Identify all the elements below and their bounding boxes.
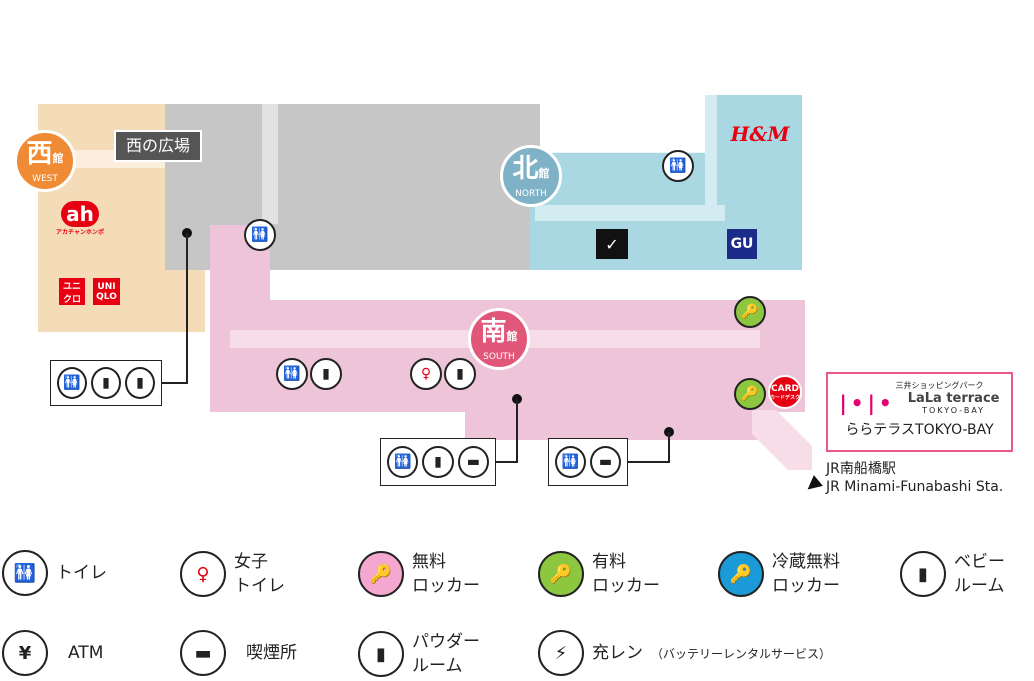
uniqlo-en-logo: UNI QLO — [93, 278, 120, 305]
toilet-icon: 🚻 — [662, 150, 694, 182]
legend-label: 喫煙所 — [246, 643, 297, 663]
south-west-wing — [210, 225, 270, 385]
legend-paid-locker: 🔑有料 ロッカー — [538, 550, 660, 598]
toilet-icon: 🚻 — [276, 358, 308, 390]
legend-sub: （バッテリーレンタルサービス） — [651, 646, 832, 661]
lala-name: ららテラスTOKYO-BAY — [845, 422, 994, 438]
legend-toilet: 🚻 トイレ — [2, 550, 107, 596]
legend-powder-room: ▮パウダー ルーム — [358, 630, 480, 678]
west-en: WEST — [32, 174, 58, 184]
station-en: JR Minami-Funabashi Sta. — [826, 479, 1004, 495]
lala-brand: LaLa terrace — [907, 391, 1000, 406]
legend-smoking: ▬ 喫煙所 — [180, 630, 297, 676]
south-lower-area — [465, 380, 765, 440]
lala-top: 三井ショッピングパーク — [895, 381, 984, 390]
toilet-icon: 🚻 — [244, 219, 276, 251]
south-kan: 館 — [506, 330, 518, 343]
legend-label: 充レン — [592, 643, 643, 663]
callout-line — [668, 432, 670, 462]
north-kanji: 北 — [512, 154, 539, 184]
toilet-icon: 🚻 — [387, 446, 419, 478]
station-label: JR南船橋駅 JR Minami-Funabashi Sta. — [826, 460, 1003, 496]
legend-baby-room: ▮ベビー ルーム — [900, 550, 1005, 598]
akachan-logo-text: ah — [61, 200, 99, 227]
station-path — [752, 410, 812, 470]
legend-label: 無料 ロッカー — [412, 552, 480, 596]
powder-room-icon: ▮ — [358, 631, 404, 677]
refrigerated-locker-icon: 🔑 — [718, 551, 764, 597]
west-plaza-label: 西の広場 — [114, 130, 202, 162]
facility-box-south: 🚻▮▬ — [380, 438, 496, 486]
legend-label: 冷蔵無料 ロッカー — [772, 552, 840, 596]
nike-logo: ✓ — [596, 229, 628, 259]
paid-locker-icon: 🔑 — [734, 296, 766, 328]
toilet-icon: 🚻 — [2, 550, 48, 596]
facility-box-southeast: 🚻▬ — [548, 438, 628, 486]
legend-label: パウダー ルーム — [412, 632, 480, 676]
station-arrow-icon — [803, 475, 823, 495]
legend-label: トイレ — [56, 563, 107, 583]
lala-logo-icon: |•|• — [839, 391, 896, 415]
battery-icon: ⚡ — [538, 630, 584, 676]
toilet-icon: 🚻 — [57, 367, 87, 399]
north-corridor — [535, 205, 725, 221]
west-kan: 館 — [52, 152, 64, 165]
south-kanji: 南 — [480, 317, 507, 347]
callout-line — [626, 461, 670, 463]
callout-line — [516, 399, 518, 462]
facility-box-west: 🚻▮▮ — [50, 360, 162, 406]
callout-line — [495, 461, 518, 463]
callout-line — [160, 382, 188, 384]
womens-toilet-icon: ♀ — [410, 358, 442, 390]
gray-corridor — [262, 104, 278, 224]
south-en: SOUTH — [483, 352, 515, 362]
north-en: NORTH — [515, 189, 547, 199]
west-building-badge: 西館 WEST — [14, 130, 76, 192]
paid-locker-icon: 🔑 — [734, 378, 766, 410]
baby-room-icon: ▮ — [91, 367, 121, 399]
south-building-badge: 南館 SOUTH — [468, 308, 530, 370]
callout-line — [186, 233, 188, 383]
powder-room-icon: ▮ — [125, 367, 155, 399]
baby-room-icon: ▮ — [900, 551, 946, 597]
legend-fridge-locker: 🔑冷蔵無料 ロッカー — [718, 550, 840, 598]
smoking-icon: ▬ — [180, 630, 226, 676]
gu-logo: GU — [727, 229, 757, 259]
legend-atm: ¥ ATM — [2, 630, 103, 676]
womens-toilet-icon: ♀ — [180, 551, 226, 597]
atm-icon: ¥ — [2, 630, 48, 676]
smoking-icon: ▬ — [590, 446, 621, 478]
card-sub: カードデスク — [770, 394, 801, 401]
card-text: CARD — [771, 383, 799, 394]
powder-room-icon: ▮ — [310, 358, 342, 390]
powder-room-icon: ▮ — [444, 358, 476, 390]
north-kan: 館 — [538, 167, 550, 180]
uniqlo-jp-logo: ユニ クロ — [59, 278, 85, 305]
baby-room-icon: ▮ — [422, 446, 454, 478]
north-building-badge: 北館 NORTH — [500, 145, 562, 207]
north-corridor-vertical — [705, 95, 717, 220]
paid-locker-icon: 🔑 — [538, 551, 584, 597]
legend-free-locker: 🔑無料 ロッカー — [358, 550, 480, 598]
legend-label: ベビー ルーム — [954, 552, 1005, 596]
legend-womens-toilet: ♀女子 トイレ — [180, 550, 285, 598]
toilet-icon: 🚻 — [555, 446, 586, 478]
legend-label: 有料 ロッカー — [592, 552, 660, 596]
legend-label: ATM — [68, 643, 104, 663]
smoking-icon: ▬ — [457, 446, 489, 478]
legend-battery: ⚡ 充レン （バッテリーレンタルサービス） — [538, 630, 831, 676]
free-locker-icon: 🔑 — [358, 551, 404, 597]
station-jp: JR南船橋駅 — [826, 461, 896, 477]
legend-label: 女子 トイレ — [234, 552, 285, 596]
west-kanji: 西 — [26, 139, 53, 169]
hm-logo: H&M — [730, 122, 790, 146]
lala-sub: TOKYO-BAY — [922, 406, 986, 415]
akachan-sub: アカチャンホンポ — [56, 228, 104, 236]
